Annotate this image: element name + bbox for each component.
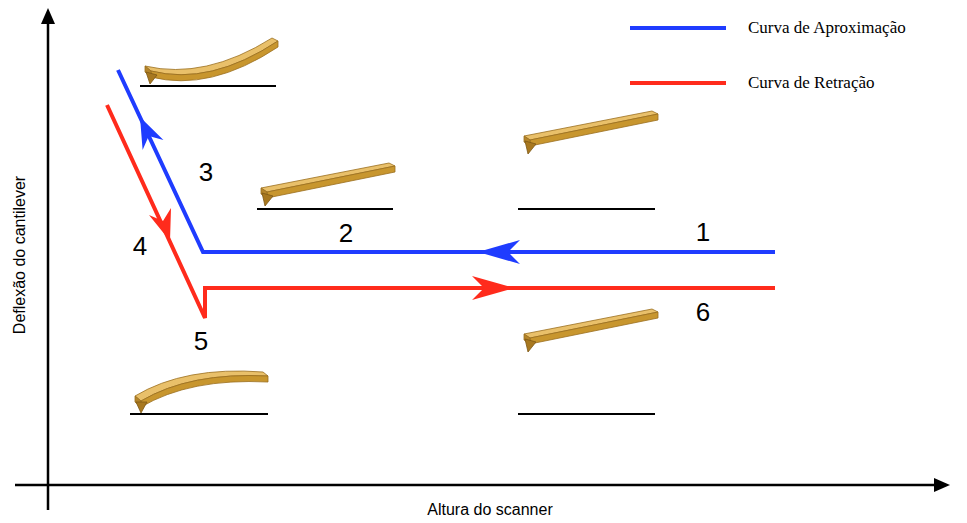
- cantilever-flat: [261, 111, 658, 352]
- axes: [15, 8, 950, 510]
- cantilever-bent-up: [145, 38, 278, 84]
- retraction-curve: [107, 105, 775, 318]
- axis-title: Altura do scanner: [427, 502, 552, 518]
- approach-curve: [118, 70, 775, 264]
- legend-item: Curva de Aproximação: [630, 17, 906, 39]
- callout-number: 3: [199, 159, 213, 185]
- legend-line-sample: [630, 17, 726, 39]
- axis-title: Deflexão do cantilever: [12, 176, 28, 334]
- legend-line-sample: [630, 72, 726, 94]
- callout-number: 1: [696, 219, 710, 245]
- callout-number: 2: [339, 220, 353, 246]
- legend-text: Curva de Aproximação: [748, 18, 906, 38]
- cantilever-bent-down: [135, 371, 268, 413]
- legend-item: Curva de Retração: [630, 72, 875, 94]
- callout-number: 4: [133, 233, 147, 259]
- legend-text: Curva de Retração: [748, 73, 875, 93]
- callout-number: 6: [696, 299, 710, 325]
- callout-number: 5: [194, 328, 208, 354]
